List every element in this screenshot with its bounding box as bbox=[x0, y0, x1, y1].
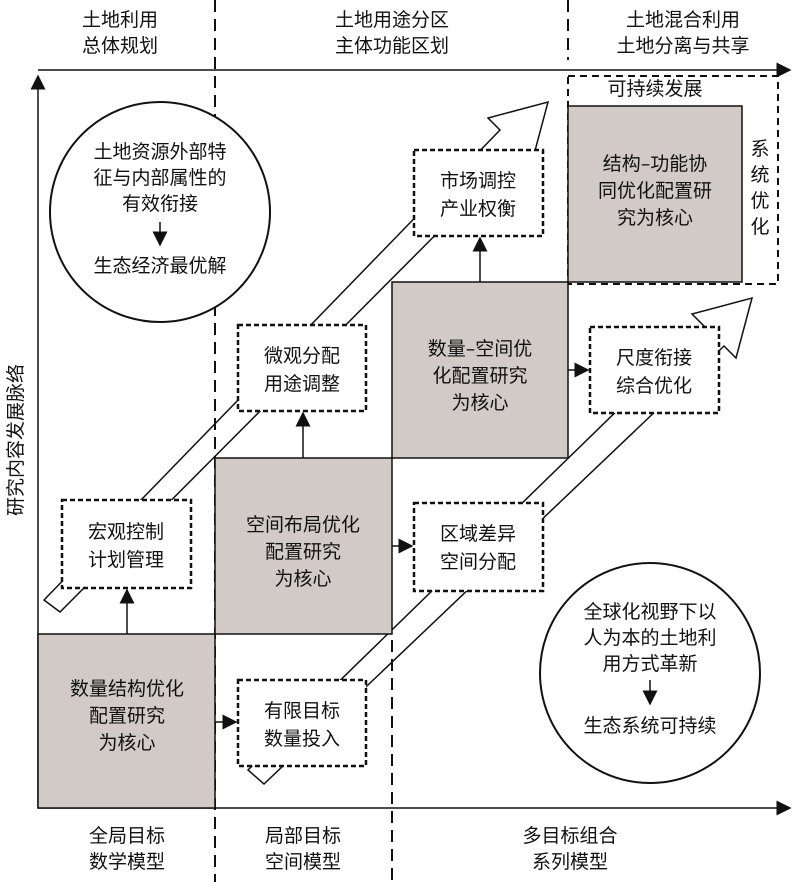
svg-text:综合优化: 综合优化 bbox=[616, 375, 692, 397]
svg-text:征与内部属性的: 征与内部属性的 bbox=[93, 167, 226, 189]
svg-text:数学模型: 数学模型 bbox=[89, 851, 165, 873]
svg-text:计划管理: 计划管理 bbox=[88, 549, 164, 571]
svg-text:生态经济最优解: 生态经济最优解 bbox=[93, 255, 226, 277]
svg-text:优: 优 bbox=[750, 190, 769, 212]
svg-text:究为核心: 究为核心 bbox=[617, 207, 693, 229]
bottom-header-1: 全局目标 数学模型 bbox=[89, 825, 165, 873]
circle-bottom-text: 全球化视野下以 人为本的土地利 用方式革新 生态系统可持续 bbox=[583, 601, 716, 737]
top-header-2: 土地用途分区 主体功能区划 bbox=[335, 9, 449, 57]
svg-text:数量结构优化: 数量结构优化 bbox=[70, 678, 184, 700]
bottom-header-2: 局部目标 空间模型 bbox=[265, 825, 341, 873]
svg-text:结构–功能协: 结构–功能协 bbox=[603, 153, 708, 175]
svg-text:空间分配: 空间分配 bbox=[440, 551, 516, 573]
svg-text:化: 化 bbox=[750, 216, 769, 238]
svg-text:数量投入: 数量投入 bbox=[264, 728, 340, 750]
box-limited bbox=[236, 678, 368, 768]
svg-text:为核心: 为核心 bbox=[98, 732, 155, 754]
top-header-3: 土地混合利用 土地分离与共享 bbox=[616, 9, 749, 57]
gray-box-quantity-text: 数量结构优化 配置研究 为核心 bbox=[70, 678, 184, 754]
svg-text:空间布局优化: 空间布局优化 bbox=[246, 514, 360, 536]
box-market-text: 市场调控 产业权衡 bbox=[440, 170, 516, 220]
svg-text:主体功能区划: 主体功能区划 bbox=[335, 35, 449, 57]
svg-text:区域差异: 区域差异 bbox=[440, 523, 516, 545]
box-regional bbox=[412, 501, 545, 593]
box-macro-text: 宏观控制 计划管理 bbox=[88, 521, 164, 571]
gray-box-spatial bbox=[214, 457, 393, 635]
svg-text:系列模型: 系列模型 bbox=[532, 851, 608, 873]
svg-text:有效衔接: 有效衔接 bbox=[122, 193, 198, 215]
circle-top-text: 土地资源外部特 征与内部属性的 有效衔接 生态经济最优解 bbox=[93, 141, 226, 277]
svg-text:土地混合利用: 土地混合利用 bbox=[626, 9, 740, 31]
svg-text:全局目标: 全局目标 bbox=[89, 825, 165, 847]
box-macro bbox=[60, 498, 193, 590]
box-limited-text: 有限目标 数量投入 bbox=[264, 700, 340, 750]
svg-text:为核心: 为核心 bbox=[451, 392, 508, 414]
box-micro-text: 微观分配 用途调整 bbox=[264, 345, 340, 395]
svg-text:土地分离与共享: 土地分离与共享 bbox=[616, 35, 749, 57]
svg-text:土地利用: 土地利用 bbox=[82, 9, 158, 31]
svg-text:微观分配: 微观分配 bbox=[264, 345, 340, 367]
svg-text:产业权衡: 产业权衡 bbox=[440, 198, 516, 220]
svg-text:统: 统 bbox=[750, 164, 769, 186]
svg-text:同优化配置研: 同优化配置研 bbox=[598, 180, 712, 202]
svg-text:宏观控制: 宏观控制 bbox=[88, 521, 164, 543]
gray-box-quantity bbox=[37, 633, 216, 809]
svg-text:局部目标: 局部目标 bbox=[265, 825, 341, 847]
y-axis-label: 研究内容发展脉络 bbox=[5, 364, 27, 516]
gray-box-structure-function bbox=[567, 105, 743, 283]
gray-box-structure-function-text: 结构–功能协 同优化配置研 究为核心 bbox=[598, 153, 712, 229]
svg-text:配置研究: 配置研究 bbox=[265, 541, 341, 563]
sustainable-label: 可持续发展 bbox=[607, 78, 702, 100]
gray-box-spatial-text: 空间布局优化 配置研究 为核心 bbox=[246, 514, 360, 590]
svg-text:化配置研究: 化配置研究 bbox=[432, 365, 527, 387]
svg-text:土地用途分区: 土地用途分区 bbox=[335, 9, 449, 31]
system-optimization-label: 系 统 优 化 bbox=[750, 138, 769, 238]
svg-text:全球化视野下以: 全球化视野下以 bbox=[583, 601, 716, 623]
circle-top bbox=[49, 101, 271, 323]
box-regional-text: 区域差异 空间分配 bbox=[440, 523, 516, 573]
svg-text:用途调整: 用途调整 bbox=[264, 373, 340, 395]
box-scale-text: 尺度衔接 综合优化 bbox=[616, 347, 692, 397]
svg-text:有限目标: 有限目标 bbox=[264, 700, 340, 722]
svg-text:数量–空间优: 数量–空间优 bbox=[428, 338, 533, 360]
svg-text:总体规划: 总体规划 bbox=[82, 35, 158, 57]
circle-bottom bbox=[539, 562, 761, 784]
bottom-header-3: 多目标组合 系列模型 bbox=[522, 825, 617, 873]
svg-text:为核心: 为核心 bbox=[274, 568, 331, 590]
svg-text:市场调控: 市场调控 bbox=[440, 170, 516, 192]
top-header-1: 土地利用 总体规划 bbox=[82, 9, 158, 57]
box-market bbox=[412, 148, 545, 238]
svg-text:用方式革新: 用方式革新 bbox=[602, 653, 697, 675]
svg-text:人为本的土地利: 人为本的土地利 bbox=[583, 627, 716, 649]
gray-box-quantity-spatial bbox=[391, 281, 569, 459]
svg-text:系: 系 bbox=[750, 138, 769, 160]
svg-text:配置研究: 配置研究 bbox=[89, 705, 165, 727]
svg-text:土地资源外部特: 土地资源外部特 bbox=[93, 141, 226, 163]
svg-text:尺度衔接: 尺度衔接 bbox=[616, 347, 692, 369]
svg-text:生态系统可持续: 生态系统可持续 bbox=[583, 715, 716, 737]
box-scale bbox=[588, 325, 721, 415]
svg-text:多目标组合: 多目标组合 bbox=[522, 825, 617, 847]
svg-text:空间模型: 空间模型 bbox=[265, 851, 341, 873]
gray-box-quantity-spatial-text: 数量–空间优 化配置研究 为核心 bbox=[428, 338, 533, 414]
box-micro bbox=[236, 323, 368, 413]
